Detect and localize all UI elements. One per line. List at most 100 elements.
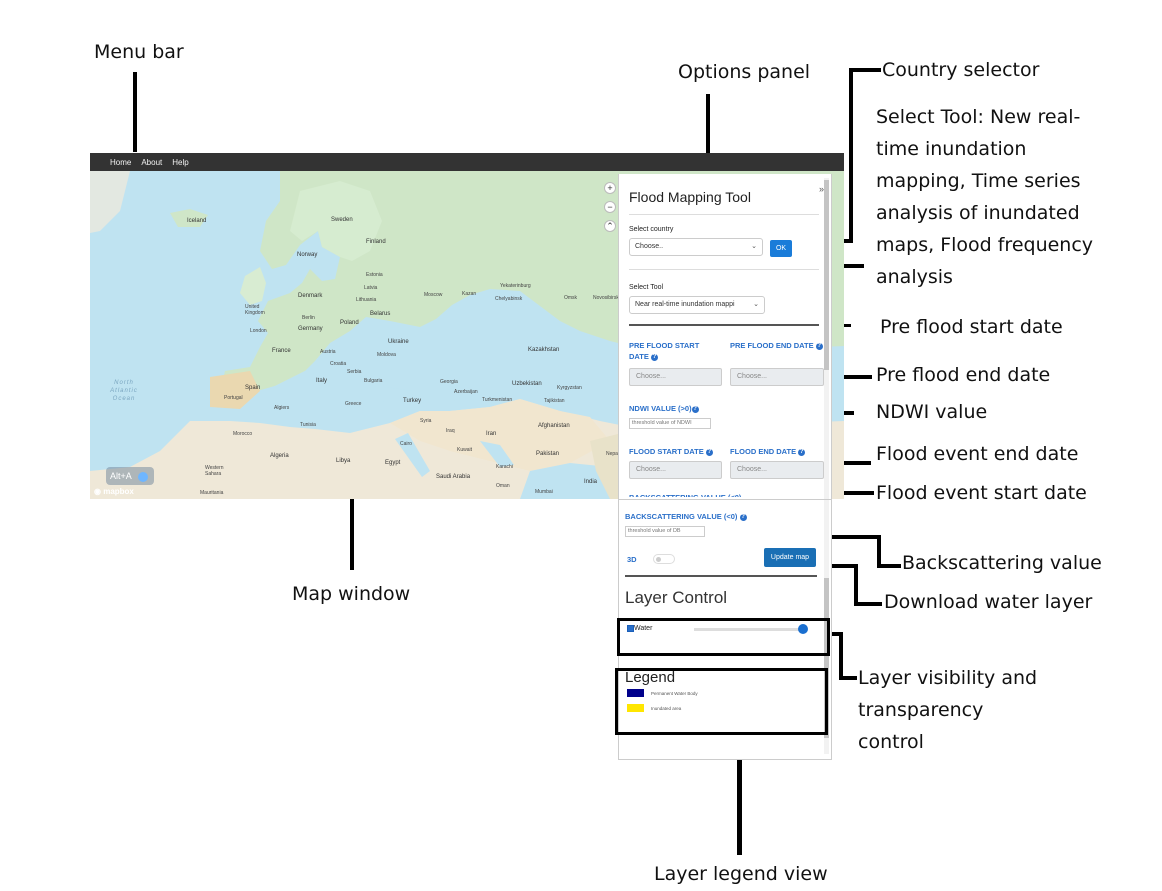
update-map-button[interactable]: Update map <box>764 548 816 567</box>
toggle-knob <box>656 557 661 562</box>
collapse-panel-icon[interactable]: » <box>819 184 825 194</box>
scrollbar-thumb[interactable] <box>824 578 829 738</box>
pre-flood-start-label: PRE FLOOD START DATE ? <box>629 340 719 362</box>
place-label: Portugal <box>224 395 243 401</box>
place-label: Italy <box>316 378 328 384</box>
callout-download-water-layer: Download water layer <box>884 591 1093 613</box>
menu-home[interactable]: Home <box>110 157 132 167</box>
pre-flood-end-input[interactable]: Choose... <box>730 368 824 386</box>
panel-scrollbar[interactable] <box>824 178 829 754</box>
toggle-dot-icon <box>137 471 148 482</box>
place-label: London <box>250 328 267 334</box>
place-label: Latvia <box>364 285 378 291</box>
water-layer-checkbox[interactable] <box>627 625 634 632</box>
legend-swatch-inundated <box>627 704 644 712</box>
place-label: Oman <box>496 483 510 489</box>
menu-bar: Home About Help <box>90 153 844 171</box>
place-label: Mumbai <box>535 489 553 495</box>
chevron-down-icon: ⌄ <box>753 301 759 308</box>
flood-start-input[interactable]: Choose... <box>629 461 722 479</box>
flood-end-input[interactable]: Choose... <box>730 461 824 479</box>
callout-flood-event-end: Flood event end date <box>876 443 1079 465</box>
place-label: Germany <box>298 326 323 332</box>
callout-flood-event-start: Flood event start date <box>876 482 1087 504</box>
backscattering-label-cut: BACKSCATTERING VALUE (<0) <box>629 492 741 497</box>
alt-a-button[interactable]: Alt+A <box>106 467 154 485</box>
leader-line <box>877 564 901 568</box>
chevron-down-icon: ⌄ <box>751 243 757 250</box>
leader-line <box>854 564 858 606</box>
place-label: Moldova <box>377 352 396 358</box>
place-label: Spain <box>245 385 261 391</box>
help-icon[interactable]: ? <box>650 353 658 361</box>
ndwi-input[interactable]: threshold value of NDWI <box>629 418 711 429</box>
flood-start-label: FLOOD START DATE ? <box>629 446 713 457</box>
place-label: France <box>272 348 291 354</box>
leader-line <box>877 535 881 567</box>
help-icon[interactable]: ? <box>798 448 806 456</box>
help-icon[interactable]: ? <box>739 513 747 521</box>
callout-layer-visibility: Layer visibility and transparency contro… <box>858 667 1038 753</box>
place-label: Belarus <box>370 311 391 317</box>
place-label: Pakistan <box>536 451 560 457</box>
leader-line <box>849 68 853 241</box>
place-label: Kazakhstan <box>528 347 560 353</box>
place-label: Berlin <box>302 315 315 321</box>
place-label: Kyrgyzstan <box>557 385 582 391</box>
mapbox-logo: ◉ mapbox <box>94 487 134 496</box>
place-label: Libya <box>336 458 351 464</box>
backscattering-input[interactable]: threshold value of DB <box>625 526 705 537</box>
three-d-toggle[interactable] <box>653 554 675 564</box>
select-tool-label: Select Tool <box>629 284 664 291</box>
leader-line <box>849 68 881 72</box>
place-label: Turkey <box>403 398 422 404</box>
place-label: Karachi <box>496 464 513 470</box>
help-icon[interactable]: ? <box>815 342 823 350</box>
leader-line <box>816 375 872 379</box>
ndwi-label: NDWI VALUE (>0)? <box>629 403 699 414</box>
callout-pre-flood-end: Pre flood end date <box>876 364 1051 386</box>
tool-select[interactable]: Near real-time inundation mappi⌄ <box>629 296 765 314</box>
place-label: Tunisia <box>300 422 316 428</box>
backscattering-label-text: BACKSCATTERING VALUE (<0) <box>625 512 738 521</box>
layer-control-highlight-box <box>617 618 830 656</box>
country-select[interactable]: Choose..⌄ <box>629 238 763 256</box>
place-label: Austria <box>320 349 336 355</box>
layer-control-title: Layer Control <box>625 588 728 607</box>
place-label: Finland <box>366 239 386 245</box>
country-ok-button[interactable]: OK <box>770 240 792 257</box>
callout-pre-flood-start: Pre flood start date <box>880 316 1063 338</box>
place-label: Estonia <box>366 272 383 278</box>
ndwi-label-text: NDWI VALUE (>0) <box>629 404 692 413</box>
zoom-out-button[interactable]: − <box>604 201 616 213</box>
place-label: Iran <box>486 431 497 437</box>
leader-line <box>839 632 843 680</box>
leader-line <box>829 632 843 636</box>
slider-thumb[interactable] <box>798 624 808 634</box>
legend-highlight-box <box>615 668 828 735</box>
menu-about[interactable]: About <box>141 157 163 167</box>
help-icon[interactable]: ? <box>691 405 699 413</box>
callout-layer-legend: Layer legend view <box>654 863 828 885</box>
place-label: Omsk <box>564 295 578 301</box>
zoom-in-button[interactable]: + <box>604 182 616 194</box>
compass-icon[interactable]: ⌃ <box>604 220 616 232</box>
place-label: Poland <box>340 320 359 326</box>
place-label: Mauritania <box>200 490 224 496</box>
pre-flood-end-text: PRE FLOOD END DATE <box>730 341 814 350</box>
pre-flood-start-input[interactable]: Choose... <box>629 368 722 386</box>
flood-end-label: FLOOD END DATE ? <box>730 446 806 457</box>
callout-country-selector: Country selector <box>882 59 1040 81</box>
help-icon[interactable]: ? <box>705 448 713 456</box>
scrollbar-thumb[interactable] <box>824 180 829 370</box>
water-opacity-slider[interactable] <box>694 624 808 634</box>
menu-help[interactable]: Help <box>172 157 189 167</box>
place-label: Novosibirsk <box>593 295 619 301</box>
place-label: United Kingdom <box>245 304 265 316</box>
callout-backscattering: Backscattering value <box>902 552 1102 574</box>
place-label: Iceland <box>187 218 207 224</box>
alt-a-label: Alt+A <box>110 471 132 481</box>
place-label: Moscow <box>424 292 443 298</box>
backscattering-label: BACKSCATTERING VALUE (<0) ? <box>625 511 747 522</box>
divider <box>619 499 831 500</box>
